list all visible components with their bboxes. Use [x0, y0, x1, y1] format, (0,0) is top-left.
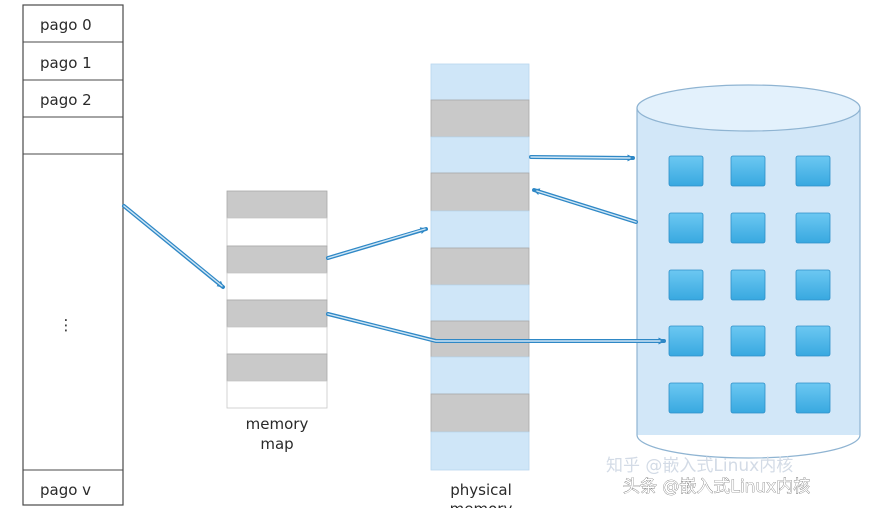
logical-page-2: pago 2 [40, 91, 92, 109]
logical-page-ellipsis: ⋮ [59, 316, 74, 334]
logical-memory-frame [22, 4, 124, 506]
physical-memory-label-2: memory [450, 500, 513, 508]
arrow-map-to-disk [326, 312, 666, 345]
logical-page-0: pago 0 [40, 16, 92, 34]
arrow-logical-to-map [122, 204, 225, 289]
logical-page-1: pago 1 [40, 54, 92, 72]
logical-page-last: pago v [40, 481, 91, 499]
watermark: 知乎 @嵌入式Linux内核 头条 @嵌入式Linux内核 [606, 456, 811, 497]
watermark-main: 头条 @嵌入式Linux内核 [623, 477, 810, 497]
physical-memory-label-1: physical [450, 481, 512, 499]
watermark-faint: 知乎 @嵌入式Linux内核 [606, 456, 793, 476]
logical-memory: pago 0 pago 1 pago 2 ⋮ pago v [22, 4, 124, 506]
arrow-disk-to-physical [532, 188, 638, 224]
disk-blocks [668, 155, 831, 414]
physical-memory: physical memory [430, 63, 530, 508]
memory-map-label-1: memory [246, 415, 309, 433]
mapping-arrows [122, 154, 666, 345]
disk-cylinder [636, 84, 861, 459]
arrow-physical-to-disk [529, 154, 635, 162]
memory-map: memory map [226, 190, 328, 453]
memory-map-label-2: map [260, 435, 293, 453]
arrow-map-to-physical [326, 227, 428, 260]
